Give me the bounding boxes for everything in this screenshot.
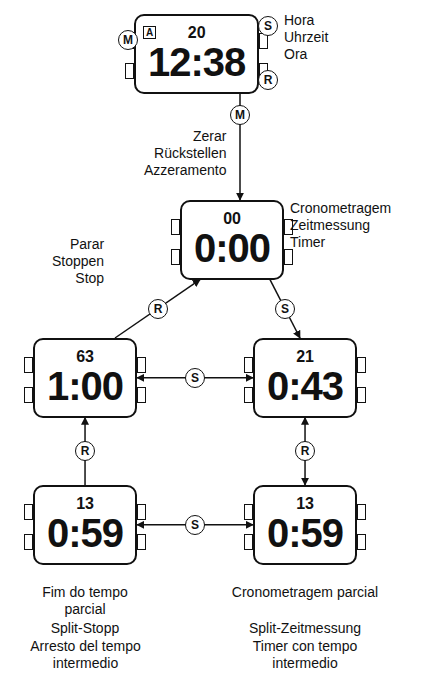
function-label: Split-Zeitmessung <box>230 620 380 637</box>
watch-button <box>171 219 180 235</box>
button-symbol: R <box>295 441 315 461</box>
watch-display: 130:59 <box>33 485 137 565</box>
lcd-small-digits: 00 <box>194 210 270 228</box>
function-label: Parar Stoppen Stop <box>52 236 104 286</box>
button-symbol: M <box>230 105 250 125</box>
lcd-small-digits: 20 <box>148 24 245 42</box>
lcd-digits: 0:00 <box>194 228 270 268</box>
watch-button <box>125 63 134 79</box>
watch-button <box>24 357 33 373</box>
lcd-small-digits: 21 <box>267 348 343 366</box>
watch-button <box>24 504 33 520</box>
watch-button <box>137 387 146 403</box>
lcd-small-digits: 13 <box>47 495 123 513</box>
watch-display: 130:59 <box>253 485 357 565</box>
button-symbol: S <box>185 515 205 535</box>
watch-button <box>137 357 146 373</box>
lcd-digits: 0:59 <box>267 513 343 553</box>
transition-arrow <box>115 280 200 338</box>
lcd-small-digits: 63 <box>47 348 123 366</box>
button-symbol: M <box>118 30 138 50</box>
watch-button <box>244 504 253 520</box>
watch-button <box>357 534 366 550</box>
watch-display: 631:00 <box>33 338 137 418</box>
watch-button <box>137 504 146 520</box>
function-label: Split-Stopp <box>26 620 144 637</box>
watch-button <box>244 357 253 373</box>
function-label: Timer con tempo intermedio <box>230 638 380 672</box>
watch-button <box>244 534 253 550</box>
button-symbol: R <box>258 70 278 90</box>
button-symbol: S <box>275 299 295 319</box>
watch-button <box>137 534 146 550</box>
watch-button <box>171 249 180 265</box>
function-label: Hora Uhrzeit Ora <box>284 12 328 62</box>
watch-button <box>284 249 293 265</box>
button-symbol: S <box>185 368 205 388</box>
function-label: Cronometragem parcial <box>230 584 380 601</box>
watch-button <box>357 357 366 373</box>
button-symbol: S <box>258 16 278 36</box>
button-symbol: R <box>75 441 95 461</box>
watch-display: 210:43 <box>253 338 357 418</box>
watch-display: A2012:38 <box>134 14 259 94</box>
function-label: Arresto del tempo intermedio <box>23 638 148 672</box>
watch-display: 000:00 <box>180 200 284 280</box>
watch-button <box>24 387 33 403</box>
watch-button <box>244 387 253 403</box>
watch-button <box>24 534 33 550</box>
lcd-digits: 12:38 <box>148 42 245 82</box>
button-symbol: R <box>148 299 168 319</box>
watch-button <box>357 387 366 403</box>
transition-arrow <box>270 280 300 338</box>
lcd-digits: 0:59 <box>47 513 123 553</box>
function-label: Cronometragem Zeitmessung Timer <box>290 200 391 250</box>
mode-indicator: A <box>143 26 156 39</box>
lcd-digits: 1:00 <box>47 366 123 406</box>
function-label: Zerar Rückstellen Azzeramento <box>144 128 226 178</box>
lcd-small-digits: 13 <box>267 495 343 513</box>
function-label: Fim do tempo parcial <box>26 584 144 618</box>
lcd-digits: 0:43 <box>267 366 343 406</box>
watch-button <box>357 504 366 520</box>
